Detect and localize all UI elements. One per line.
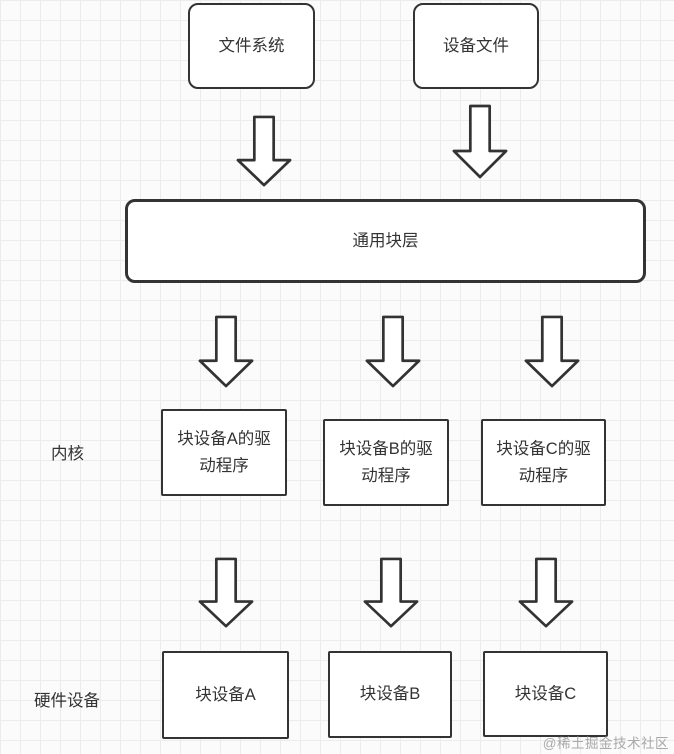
block-arrow-down-icon bbox=[198, 557, 254, 628]
node-block-device-b: 块设备B bbox=[328, 651, 452, 738]
node-block-device-a: 块设备A bbox=[162, 651, 289, 739]
block-arrow-down-icon bbox=[365, 315, 421, 388]
block-arrow-down-icon bbox=[236, 115, 292, 187]
watermark-text: @稀土掘金技术社区 bbox=[542, 736, 669, 751]
row-label-kernel: 内核 bbox=[51, 445, 84, 463]
node-device-file: 设备文件 bbox=[413, 3, 539, 89]
node-label: 文件系统 bbox=[218, 36, 285, 55]
node-label: 设备文件 bbox=[443, 36, 509, 55]
block-arrow-down-icon bbox=[518, 557, 574, 628]
node-label: 块设备C bbox=[514, 684, 577, 703]
node-driver-c: 块设备C的驱 动程序 bbox=[481, 419, 606, 506]
node-file-system: 文件系统 bbox=[188, 3, 315, 89]
node-label: 通用块层 bbox=[352, 231, 419, 250]
node-generic-block-layer: 通用块层 bbox=[125, 199, 646, 283]
row-label-hardware: 硬件设备 bbox=[34, 692, 100, 710]
block-arrow-down-icon bbox=[452, 104, 508, 179]
block-arrow-down-icon bbox=[363, 557, 419, 628]
node-label: 块设备B的驱 动程序 bbox=[339, 440, 433, 485]
block-arrow-down-icon bbox=[198, 315, 254, 388]
node-label: 块设备A的驱 动程序 bbox=[177, 430, 271, 475]
node-label: 块设备B bbox=[359, 685, 421, 704]
node-driver-b: 块设备B的驱 动程序 bbox=[323, 419, 449, 506]
node-label: 块设备C的驱 动程序 bbox=[496, 440, 591, 485]
node-block-device-c: 块设备C bbox=[483, 651, 608, 737]
block-arrow-down-icon bbox=[524, 315, 580, 388]
node-label: 块设备A bbox=[195, 685, 256, 704]
node-driver-a: 块设备A的驱 动程序 bbox=[161, 409, 287, 496]
